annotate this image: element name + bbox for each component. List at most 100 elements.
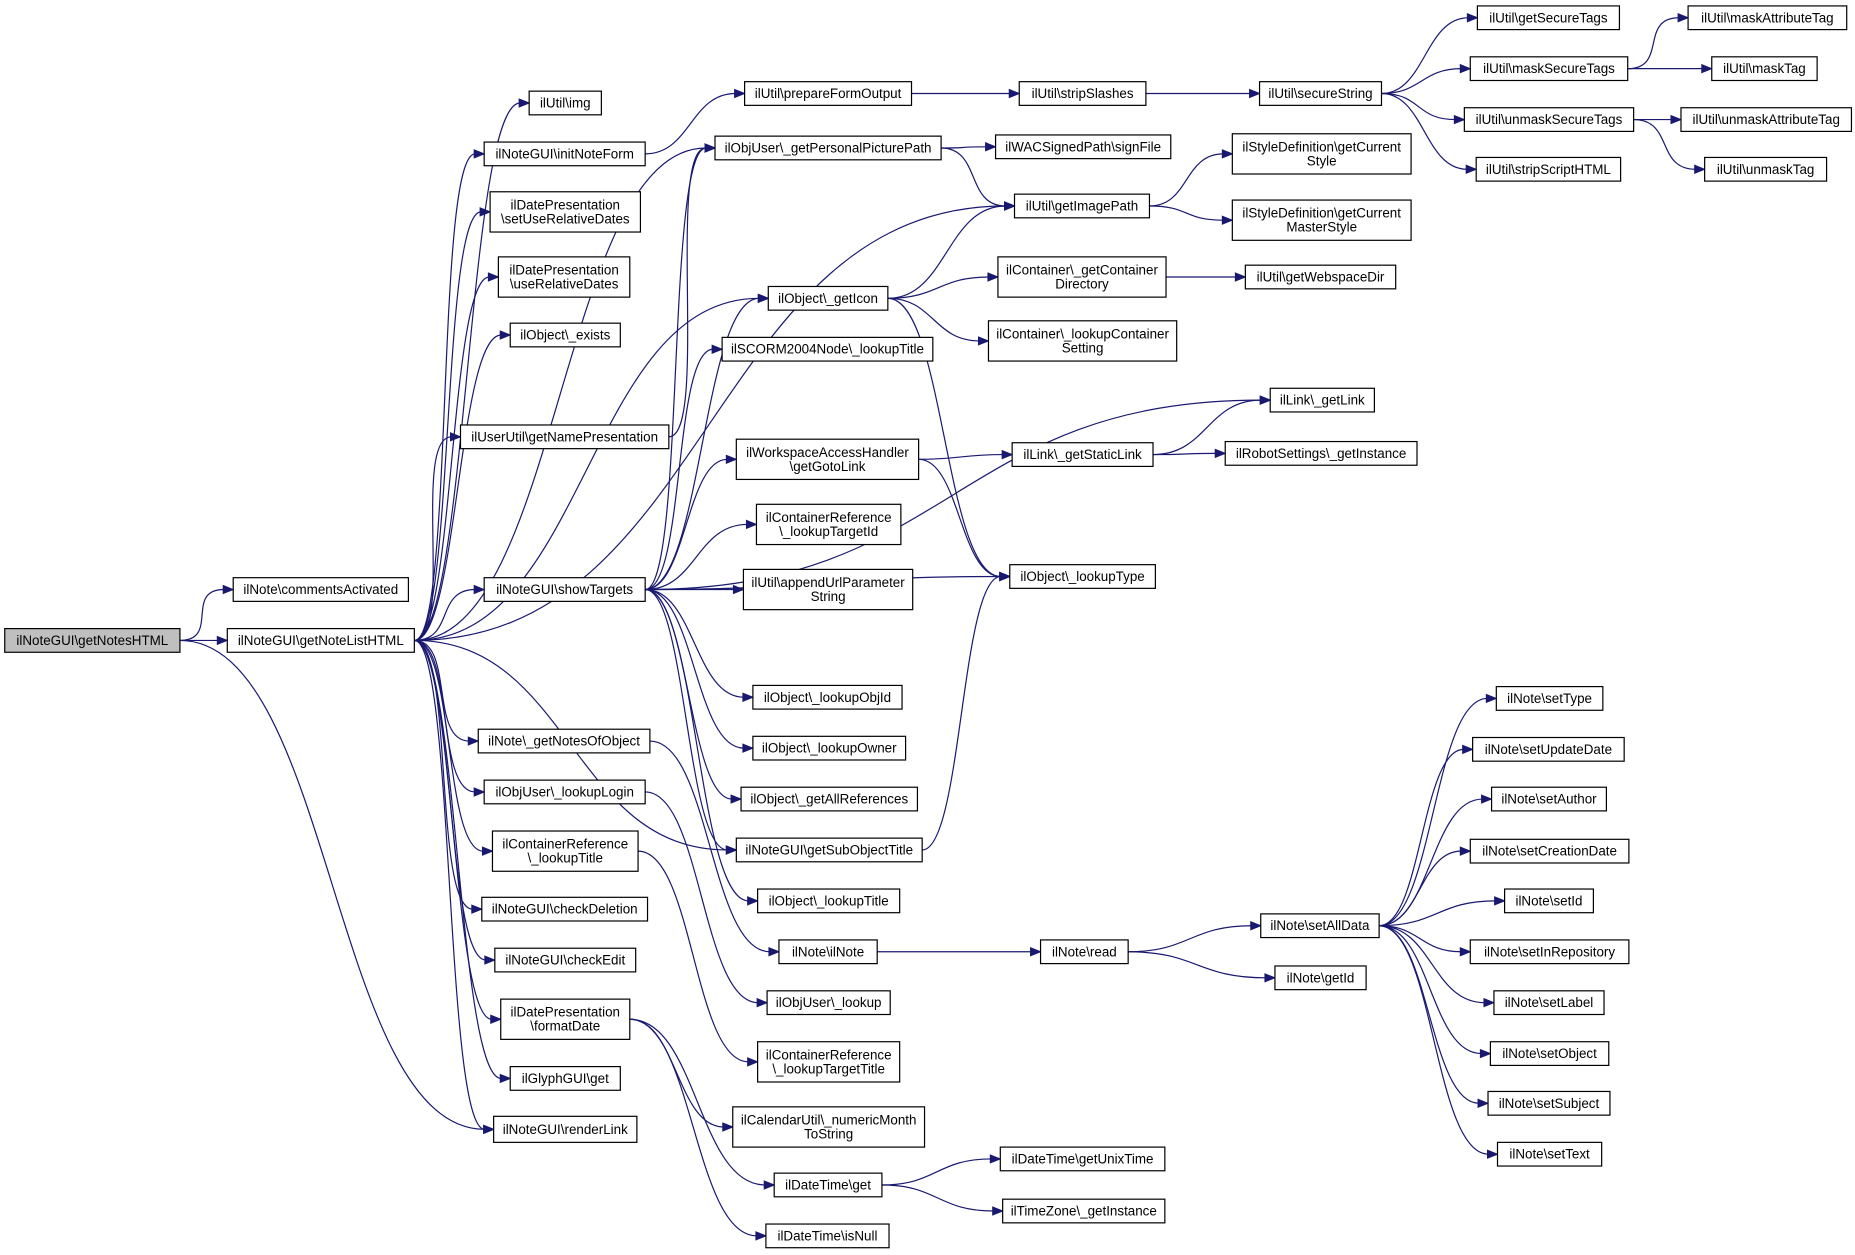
- node-getImagePath[interactable]: ilUtil\getImagePath: [1013, 193, 1151, 219]
- call-edge: [1381, 13, 1479, 95]
- node-stripSlashes[interactable]: ilUtil\stripSlashes: [1018, 81, 1147, 106]
- node-label: ilContainer\_lookupContainer: [996, 326, 1169, 341]
- call-edge: [1166, 272, 1247, 282]
- node-getUnixTime[interactable]: ilDateTime\getUnixTime: [999, 1146, 1166, 1172]
- node-lookupObjId[interactable]: ilObject\_lookupObjId: [752, 684, 903, 710]
- node-checkEdit[interactable]: ilNoteGUI\checkEdit: [494, 947, 637, 973]
- node-maskSecureTags[interactable]: ilUtil\maskSecureTags: [1469, 56, 1629, 82]
- node-getPersonalPicturePath[interactable]: ilObjUser\_getPersonalPicturePath: [714, 135, 942, 161]
- node-maskTag[interactable]: ilUtil\maskTag: [1711, 56, 1818, 82]
- node-setAuthor[interactable]: ilNote\setAuthor: [1490, 786, 1608, 812]
- node-ilNoteCtor[interactable]: ilNote\ilNote: [778, 939, 878, 965]
- node-unmaskTag[interactable]: ilUtil\unmaskTag: [1704, 156, 1828, 182]
- node-prepareFormOutput[interactable]: ilUtil\prepareFormOutput: [744, 81, 913, 106]
- node-noteGetId[interactable]: ilNote\getId: [1274, 965, 1367, 991]
- call-edge: [649, 740, 781, 957]
- node-objUserLookup[interactable]: ilObjUser\_lookup: [766, 990, 891, 1016]
- node-initNoteForm[interactable]: ilNoteGUI\initNoteForm: [483, 141, 646, 167]
- node-box: [721, 336, 934, 362]
- node-getWebspaceDir[interactable]: ilUtil\getWebspaceDir: [1244, 264, 1397, 290]
- node-label: ilWorkspaceAccessHandler: [746, 445, 909, 460]
- node-lookupLogin[interactable]: ilObjUser\_lookupLogin: [483, 779, 646, 805]
- node-label: ilObject\_lookupObjId: [764, 690, 891, 705]
- node-box: [481, 896, 649, 922]
- call-edge: [1379, 925, 1496, 1008]
- node-commentsActivated[interactable]: ilNote\commentsActivated: [232, 577, 410, 602]
- node-unmaskSecureTags[interactable]: ilUtil\unmaskSecureTags: [1463, 107, 1635, 133]
- node-label: \_lookupTargetTitle: [772, 1061, 885, 1076]
- node-objLookupTitle[interactable]: ilObject\_lookupTitle: [757, 888, 901, 914]
- node-setLabel[interactable]: ilNote\setLabel: [1493, 990, 1605, 1016]
- node-setUpdateDate[interactable]: ilNote\setUpdateDate: [1472, 736, 1625, 762]
- node-label: ilObjUser\_lookupLogin: [495, 784, 633, 799]
- node-label: \setUseRelativeDates: [501, 211, 630, 226]
- node-getNotesHTML[interactable]: ilNoteGUI\getNotesHTML: [4, 627, 181, 653]
- call-edge: [629, 1018, 735, 1132]
- node-objExists[interactable]: ilObject\_exists: [509, 322, 621, 348]
- node-getSubObjectTitle[interactable]: ilNoteGUI\getSubObjectTitle: [735, 837, 923, 863]
- node-wsGetGotoLink[interactable]: ilWorkspaceAccessHandler\getGotoLink: [735, 438, 920, 481]
- node-glyphGet[interactable]: ilGlyphGUI\get: [509, 1065, 621, 1091]
- node-label: ilObject\_getAllReferences: [750, 792, 908, 807]
- node-objGetIcon[interactable]: ilObject\_getIcon: [767, 285, 889, 311]
- node-getNoteListHTML[interactable]: ilNoteGUI\getNoteListHTML: [226, 627, 415, 653]
- call-edge: [1128, 951, 1277, 983]
- node-getSecureTags[interactable]: ilUtil\getSecureTags: [1476, 5, 1621, 31]
- node-useRelativeDates[interactable]: ilDatePresentation\useRelativeDates: [497, 256, 631, 298]
- node-dateTimeIsNull[interactable]: ilDateTime\isNull: [765, 1223, 890, 1249]
- node-label: ilNote\getId: [1287, 970, 1355, 985]
- node-stripScriptHTML[interactable]: ilUtil\stripScriptHTML: [1475, 156, 1622, 182]
- node-renderLink[interactable]: ilNoteGUI\renderLink: [493, 1115, 638, 1143]
- node-formatDate[interactable]: ilDatePresentation\formatDate: [500, 998, 631, 1040]
- node-maskAttributeTag[interactable]: ilUtil\maskAttributeTag: [1687, 5, 1848, 31]
- node-lookupOwner[interactable]: ilObject\_lookupOwner: [752, 735, 907, 761]
- node-box: [477, 728, 651, 754]
- node-secureString[interactable]: ilUtil\secureString: [1258, 81, 1383, 106]
- node-setInRepository[interactable]: ilNote\setInRepository: [1469, 939, 1630, 965]
- node-crLookupTargetTitle[interactable]: ilContainerReference\_lookupTargetTitle: [757, 1041, 901, 1083]
- node-setCreationDate[interactable]: ilNote\setCreationDate: [1469, 838, 1630, 864]
- node-getStaticLink[interactable]: ilLink\_getStaticLink: [1011, 442, 1154, 468]
- call-edge: [645, 588, 755, 702]
- node-getNamePresentation[interactable]: ilUserUtil\getNamePresentation: [459, 424, 670, 450]
- node-label: String: [811, 589, 846, 604]
- node-box: [1490, 786, 1608, 812]
- node-getAllReferences[interactable]: ilObject\_getAllReferences: [740, 786, 919, 812]
- node-img[interactable]: ilUtil\img: [528, 90, 602, 116]
- node-crLookupTitle[interactable]: ilContainerReference\_lookupTitle: [491, 830, 639, 872]
- node-setAllData[interactable]: ilNote\setAllData: [1260, 913, 1380, 939]
- node-setObject[interactable]: ilNote\setObject: [1489, 1041, 1610, 1067]
- node-label: ilUtil\getImagePath: [1026, 198, 1138, 213]
- node-noteRead[interactable]: ilNote\read: [1039, 939, 1129, 965]
- node-showTargets[interactable]: ilNoteGUI\showTargets: [483, 577, 646, 602]
- node-box: [999, 1146, 1166, 1172]
- node-checkDeletion[interactable]: ilNoteGUI\checkDeletion: [481, 896, 649, 922]
- node-setSubject[interactable]: ilNote\setSubject: [1487, 1090, 1611, 1116]
- node-setText[interactable]: ilNote\setText: [1496, 1141, 1603, 1167]
- node-scormLookupTitle[interactable]: ilSCORM2004Node\_lookupTitle: [721, 336, 934, 362]
- node-getNotesOfObject[interactable]: ilNote\_getNotesOfObject: [477, 728, 651, 754]
- node-label: ilStyleDefinition\getCurrent: [1242, 139, 1401, 154]
- node-signFile[interactable]: ilWACSignedPath\signFile: [994, 134, 1172, 160]
- node-crLookupTargetId[interactable]: ilContainerReference\_lookupTargetId: [755, 503, 902, 546]
- node-setUseRelativeDates[interactable]: ilDatePresentation\setUseRelativeDates: [489, 191, 642, 233]
- node-lookupType[interactable]: ilObject\_lookupType: [1009, 564, 1156, 589]
- node-unmaskAttributeTag[interactable]: ilUtil\unmaskAttributeTag: [1680, 107, 1853, 133]
- node-setType[interactable]: ilNote\setType: [1495, 685, 1604, 711]
- node-tzGetInstance[interactable]: ilTimeZone\_getInstance: [1002, 1198, 1166, 1224]
- call-edge: [629, 1018, 776, 1190]
- node-box: [1013, 193, 1151, 219]
- call-edge: [1379, 846, 1472, 927]
- node-getLink[interactable]: ilLink\_getLink: [1269, 387, 1375, 413]
- node-setId[interactable]: ilNote\setId: [1503, 888, 1594, 914]
- node-dateTimeGet[interactable]: ilDateTime\get: [773, 1172, 883, 1198]
- node-robotGetInstance[interactable]: ilRobotSettings\_getInstance: [1224, 440, 1418, 466]
- node-box: [778, 939, 878, 965]
